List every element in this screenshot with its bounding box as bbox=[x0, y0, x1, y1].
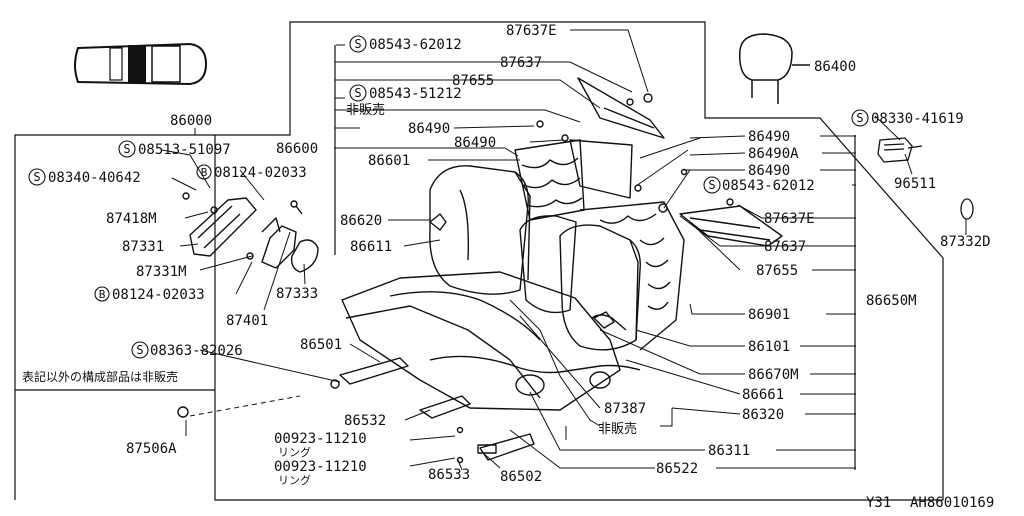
headrest-icon bbox=[739, 33, 810, 104]
diagram-code: AH86010169 bbox=[910, 495, 994, 511]
part-label: リング bbox=[278, 445, 311, 459]
part-label: 86501 bbox=[300, 337, 342, 353]
b-symbol: B bbox=[99, 288, 106, 301]
part-label: 86601 bbox=[368, 153, 410, 169]
part-label: 87387 bbox=[604, 401, 646, 417]
part-label: 08340-40642 bbox=[48, 170, 141, 186]
part-label: 87401 bbox=[226, 313, 268, 329]
circled-symbols bbox=[28, 35, 869, 359]
b-symbol: B bbox=[201, 166, 208, 179]
part-label: 08513-51097 bbox=[138, 142, 231, 158]
cap-87332d-icon bbox=[960, 198, 974, 220]
part-label: 87637 bbox=[764, 239, 806, 255]
footer: Y31 AH86010169 bbox=[866, 495, 994, 511]
part-label: 08124-02033 bbox=[112, 287, 205, 303]
part-label: 非販売 bbox=[346, 102, 385, 118]
switch-icon bbox=[877, 137, 923, 163]
part-label: 86502 bbox=[500, 469, 542, 485]
s-symbol: S bbox=[123, 142, 130, 156]
part-label: 00923-11210 bbox=[274, 459, 367, 475]
part-label: 86490 bbox=[748, 163, 790, 179]
part-label: 86320 bbox=[742, 407, 784, 423]
part-label: 87333 bbox=[276, 286, 318, 302]
part-label: 86600 bbox=[276, 141, 318, 157]
part-label: 86670M bbox=[748, 367, 799, 383]
s-symbol: S bbox=[33, 170, 40, 184]
part-label: 87637E bbox=[506, 23, 557, 39]
part-label: 08543-62012 bbox=[722, 178, 815, 194]
leader-lines bbox=[161, 29, 967, 471]
car-top-icon bbox=[74, 42, 208, 86]
frame-lines bbox=[14, 21, 944, 501]
part-label: 86490A bbox=[748, 146, 799, 162]
part-label: 96511 bbox=[894, 176, 936, 192]
part-label: 87331M bbox=[136, 264, 187, 280]
part-labels: 86000 08513-51097 08340-40642 08124-0203… bbox=[22, 23, 991, 487]
part-label: 08124-02033 bbox=[214, 165, 307, 181]
part-label: 86000 bbox=[170, 113, 212, 129]
part-label: 87332D bbox=[940, 234, 991, 250]
s-symbol: S bbox=[354, 37, 361, 51]
part-label: 86490 bbox=[408, 121, 450, 137]
part-label: 08330-41619 bbox=[871, 111, 964, 127]
part-label: 00923-11210 bbox=[274, 431, 367, 447]
part-label: 87506A bbox=[126, 441, 177, 457]
not-sold-note: 表記以外の構成部品は非販売 bbox=[22, 369, 178, 384]
part-label: 86661 bbox=[742, 387, 784, 403]
part-label: 87637 bbox=[500, 55, 542, 71]
model-code: Y31 bbox=[866, 495, 891, 511]
s-symbol: S bbox=[708, 178, 715, 192]
part-label: 86522 bbox=[656, 461, 698, 477]
part-label: 08543-51212 bbox=[369, 86, 462, 102]
part-label: 87418M bbox=[106, 211, 157, 227]
part-label: 08543-62012 bbox=[369, 37, 462, 53]
part-label: 86400 bbox=[814, 59, 856, 75]
part-label: 86532 bbox=[344, 413, 386, 429]
part-label: 86533 bbox=[428, 467, 470, 483]
s-symbol: S bbox=[856, 111, 863, 125]
s-symbol: S bbox=[354, 86, 361, 100]
part-label: 08363-82026 bbox=[150, 343, 243, 359]
part-label: 86490 bbox=[748, 129, 790, 145]
part-label: リング bbox=[278, 473, 311, 487]
part-label: 87655 bbox=[756, 263, 798, 279]
part-label: 86101 bbox=[748, 339, 790, 355]
circled-symbol-letters: S S S S B B S S S bbox=[33, 37, 863, 357]
seat-assembly-drawing bbox=[177, 77, 783, 464]
part-label: 87655 bbox=[452, 73, 494, 89]
part-label: 86650M bbox=[866, 293, 917, 309]
part-label: 86311 bbox=[708, 443, 750, 459]
s-symbol: S bbox=[136, 343, 143, 357]
part-label: 87331 bbox=[122, 239, 164, 255]
part-label: 非販売 bbox=[598, 421, 637, 437]
part-label: 86620 bbox=[340, 213, 382, 229]
part-label: 87637E bbox=[764, 211, 815, 227]
part-label: 86490 bbox=[454, 135, 496, 151]
part-label: 86901 bbox=[748, 307, 790, 323]
part-label: 86611 bbox=[350, 239, 392, 255]
